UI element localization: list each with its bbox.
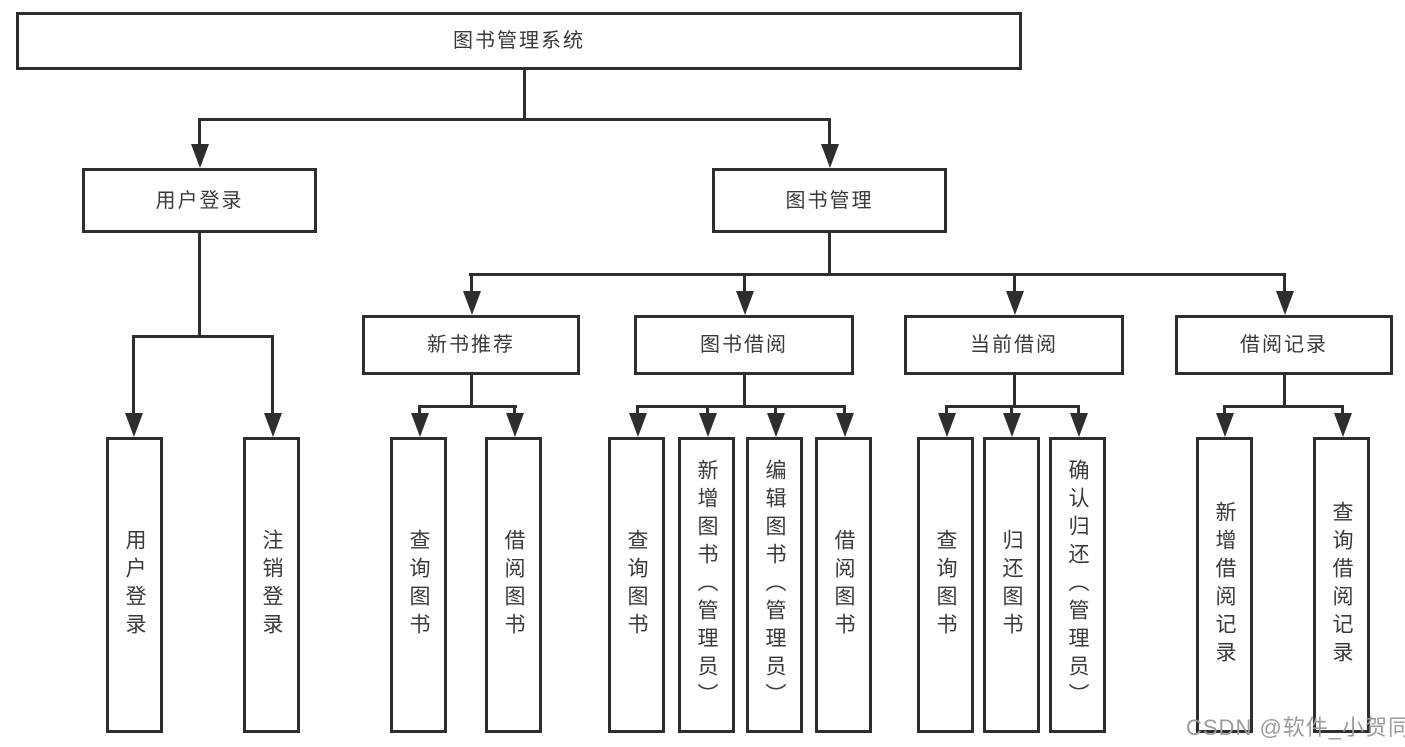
arrow-down-icon	[1334, 413, 1352, 437]
node-label: 当前借阅	[970, 334, 1058, 356]
connector-line	[828, 233, 831, 276]
connector-line	[470, 375, 473, 408]
node-user-login: 用户登录	[82, 168, 317, 233]
leaf-query-books-3: 查询图书	[917, 437, 974, 733]
leaf-label: 借阅图书	[502, 529, 526, 641]
arrow-down-icon	[938, 413, 956, 437]
csdn-watermark: CSDN @软件_小贺同学	[1186, 715, 1405, 740]
node-borrowing-records: 借阅记录	[1175, 315, 1393, 375]
arrow-down-icon	[411, 413, 429, 437]
arrow-down-icon	[191, 144, 209, 168]
connector-line	[523, 70, 526, 118]
leaf-confirm-return-admin: 确认归还（管理员）	[1049, 437, 1106, 733]
arrow-down-icon	[1070, 413, 1088, 437]
node-book-management: 图书管理	[712, 168, 947, 233]
node-book-borrowing: 图书借阅	[634, 315, 854, 375]
connector-line	[1013, 375, 1016, 408]
node-current-borrowing: 当前借阅	[904, 315, 1124, 375]
leaf-query-books-2: 查询图书	[608, 437, 665, 733]
arrow-down-icon	[1003, 413, 1021, 437]
arrow-down-icon	[125, 413, 143, 437]
arrow-down-icon	[463, 291, 481, 315]
arrow-down-icon	[836, 413, 854, 437]
leaf-label: 查询借阅记录	[1330, 501, 1354, 669]
arrow-down-icon	[736, 291, 754, 315]
connector-line	[1223, 405, 1344, 408]
leaf-label: 注销登录	[260, 529, 284, 641]
connector-line	[132, 335, 274, 338]
node-label: 用户登录	[155, 189, 244, 212]
leaf-logout: 注销登录	[243, 437, 300, 733]
leaf-label: 查询图书	[407, 529, 431, 641]
arrow-down-icon	[767, 413, 785, 437]
leaf-label: 查询图书	[934, 529, 958, 641]
leaf-label: 新增借阅记录	[1213, 501, 1237, 669]
connector-line	[636, 405, 846, 408]
leaf-label: 编辑图书（管理员）	[763, 459, 787, 711]
connector-line	[198, 118, 831, 121]
leaf-query-books-1: 查询图书	[390, 437, 447, 733]
arrow-down-icon	[1006, 291, 1024, 315]
node-new-book-recommendation: 新书推荐	[362, 315, 580, 375]
leaf-label: 确认归还（管理员）	[1066, 459, 1090, 711]
leaf-label: 归还图书	[1000, 529, 1024, 641]
connector-line	[418, 405, 517, 408]
leaf-return-books: 归还图书	[983, 437, 1040, 733]
connector-line	[743, 273, 746, 299]
node-label: 图书管理	[785, 189, 874, 212]
connector-line	[198, 118, 201, 152]
leaf-edit-books-admin: 编辑图书（管理员）	[746, 437, 803, 733]
connector-line	[1283, 273, 1286, 299]
connector-line	[469, 273, 1286, 276]
arrow-down-icon	[1216, 413, 1234, 437]
arrow-down-icon	[264, 413, 282, 437]
leaf-label: 查询图书	[625, 529, 649, 641]
node-label: 图书管理系统	[453, 30, 585, 52]
leaf-label: 新增图书（管理员）	[695, 459, 719, 711]
leaf-label: 借阅图书	[832, 529, 856, 641]
leaf-add-books-admin: 新增图书（管理员）	[678, 437, 735, 733]
arrow-down-icon	[699, 413, 717, 437]
leaf-add-borrow-record: 新增借阅记录	[1196, 437, 1253, 733]
arrow-down-icon	[629, 413, 647, 437]
connector-line	[828, 118, 831, 152]
arrow-down-icon	[821, 144, 839, 168]
node-label: 借阅记录	[1240, 334, 1328, 356]
leaf-borrow-books-2: 借阅图书	[815, 437, 872, 733]
connector-line	[743, 375, 746, 408]
node-library-management-system: 图书管理系统	[16, 12, 1022, 70]
node-label: 新书推荐	[427, 334, 515, 356]
leaf-borrow-books-1: 借阅图书	[485, 437, 542, 733]
connector-line	[271, 335, 274, 419]
leaf-label: 用户登录	[123, 529, 147, 641]
leaf-query-borrow-record: 查询借阅记录	[1313, 437, 1370, 733]
connector-line	[132, 335, 135, 419]
connector-line	[198, 233, 201, 338]
arrow-down-icon	[1276, 291, 1294, 315]
arrow-down-icon	[506, 413, 524, 437]
connector-line	[1013, 273, 1016, 299]
leaf-user-login: 用户登录	[106, 437, 163, 733]
connector-line	[1283, 375, 1286, 408]
node-label: 图书借阅	[700, 334, 788, 356]
connector-line	[470, 273, 473, 299]
